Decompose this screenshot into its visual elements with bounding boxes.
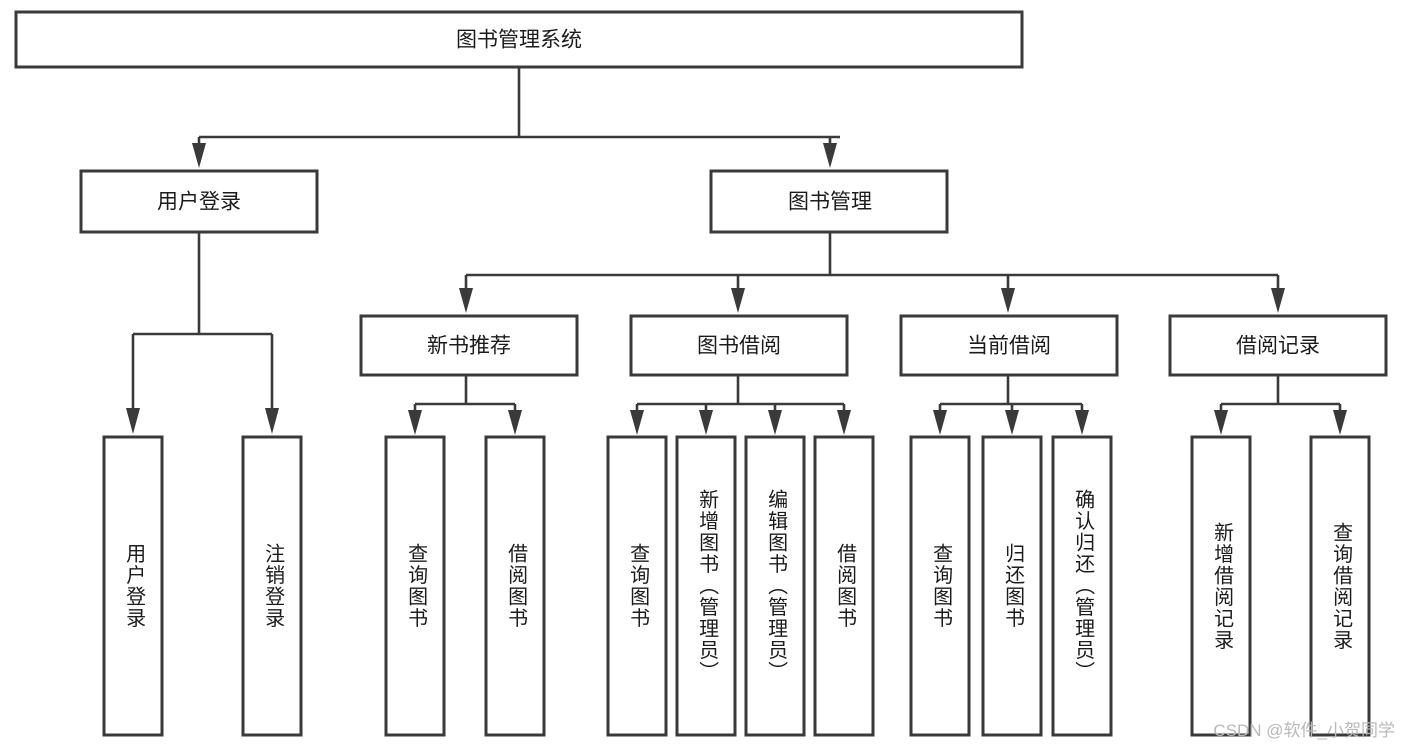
arrow-head-leaf-return-book: [1005, 410, 1019, 435]
node-user-login-box[interactable]: [79, 169, 319, 234]
arrow-head-leaf-query-book-borrow: [630, 410, 644, 435]
node-new-book-recommend-box[interactable]: [359, 314, 579, 377]
node-current-borrow-box[interactable]: [899, 314, 1119, 377]
arrow-head-leaf-borrow-book: [837, 410, 851, 435]
arrow-head-leaf-confirm-return-admin: [1075, 410, 1089, 435]
arrow-head-leaf-logout: [265, 408, 279, 434]
node-book-management-label: 图书管理: [788, 191, 872, 214]
arrow-head-leaf-borrow-book-recommend: [508, 410, 522, 435]
node-leaf-return-book-box[interactable]: [981, 435, 1043, 737]
node-borrow-records-box[interactable]: [1168, 314, 1388, 377]
node-user-login[interactable]: 用户登录: [79, 169, 319, 234]
arrow-head-leaf-edit-book-admin: [768, 410, 782, 435]
node-root-label: 图书管理系统: [456, 29, 582, 52]
node-root[interactable]: 图书管理系统: [14, 10, 1024, 69]
node-leaf-user-login-box[interactable]: [102, 435, 164, 737]
node-borrow-records[interactable]: 借阅记录: [1168, 314, 1388, 377]
node-root-box[interactable]: [14, 10, 1024, 69]
node-leaf-logout-box[interactable]: [241, 435, 303, 737]
node-leaf-query-book-current-box[interactable]: [909, 435, 971, 737]
node-book-borrow[interactable]: 图书借阅: [629, 314, 849, 377]
arrow-head-leaf-add-book-admin: [699, 410, 713, 435]
node-leaf-add-borrow-record-box[interactable]: [1190, 435, 1252, 737]
arrow-head-leaf-query-book-recommend: [408, 410, 422, 435]
node-leaf-borrow-book-recommend-box[interactable]: [484, 435, 546, 737]
node-book-management-box[interactable]: [709, 169, 949, 234]
arrow-head-current-borrow: [1001, 288, 1015, 313]
node-new-book-recommend-label: 新书推荐: [427, 335, 511, 358]
node-current-borrow[interactable]: 当前借阅: [899, 314, 1119, 377]
arrow-head-book-borrow: [731, 288, 745, 313]
node-leaf-add-book-admin-box[interactable]: [675, 435, 737, 737]
connector-group-current-borrow: [933, 375, 1089, 435]
node-leaf-query-book-recommend-box[interactable]: [384, 435, 446, 737]
csdn-watermark: CSDN @软件_小贺同学: [1213, 721, 1395, 740]
connector-group-book-management: [459, 232, 1285, 313]
node-leaf-borrow-book-box[interactable]: [813, 435, 875, 737]
node-book-borrow-box[interactable]: [629, 314, 849, 377]
connector-group-new-book-recommend: [408, 375, 522, 435]
node-book-management[interactable]: 图书管理: [709, 169, 949, 234]
arrow-head-leaf-query-borrow-record: [1333, 410, 1347, 435]
connector-group-borrow-records: [1214, 375, 1347, 435]
arrow-head-borrow-records: [1271, 288, 1285, 313]
node-leaf-query-book-borrow-box[interactable]: [606, 435, 668, 737]
arrow-head-book-management: [823, 143, 837, 168]
connector-group-root: [192, 67, 840, 168]
node-user-login-label: 用户登录: [157, 191, 241, 214]
arrow-head-user-login: [192, 143, 206, 168]
arrow-head-leaf-user-login: [126, 408, 140, 434]
connector-group-book-borrow: [630, 375, 851, 435]
node-book-borrow-label: 图书借阅: [697, 335, 781, 358]
node-current-borrow-label: 当前借阅: [967, 335, 1051, 358]
node-borrow-records-label: 借阅记录: [1236, 335, 1320, 358]
node-leaf-query-borrow-record-box[interactable]: [1309, 435, 1371, 737]
node-new-book-recommend[interactable]: 新书推荐: [359, 314, 579, 377]
arrow-head-leaf-add-borrow-record: [1214, 410, 1228, 435]
arrow-head-new-book-recommend: [459, 288, 473, 313]
node-leaf-confirm-return-admin-box[interactable]: [1051, 435, 1113, 737]
connector-group-user-login: [126, 232, 279, 434]
arrow-head-leaf-query-book-current: [933, 410, 947, 435]
node-leaf-edit-book-admin-box[interactable]: [744, 435, 806, 737]
